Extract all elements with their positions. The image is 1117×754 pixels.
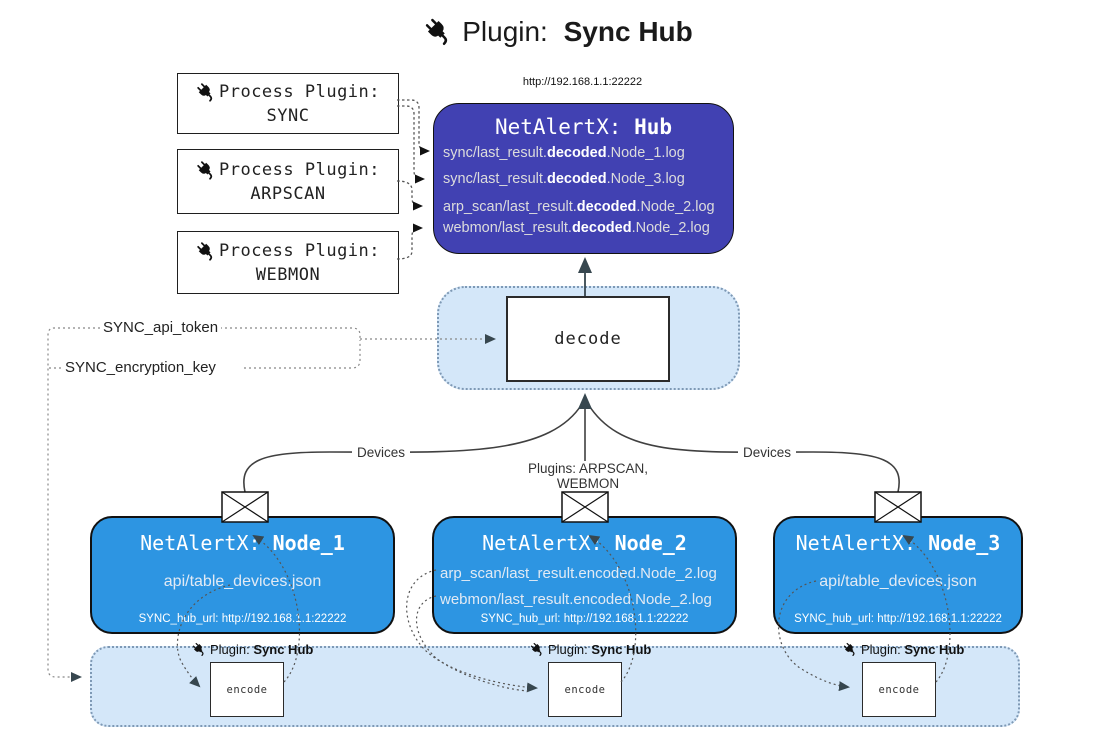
hub-file-line: webmon/last_result.decoded.Node_2.log bbox=[443, 220, 710, 236]
process-plugin-name: SYNC bbox=[266, 105, 310, 126]
edge-api-token-right bbox=[220, 327, 361, 338]
node2-file: webmon/last_result.encoded.Node_2.log bbox=[440, 591, 712, 608]
edge-arpscan-to-hub bbox=[396, 180, 423, 211]
process-plugin-box-webmon: Process Plugin: WEBMON bbox=[177, 231, 399, 294]
title-bold: Sync Hub bbox=[563, 16, 693, 47]
hub-title: NetAlertX: Hub bbox=[434, 115, 733, 139]
encode-box-node2: encode bbox=[548, 662, 622, 717]
plug-icon bbox=[196, 82, 217, 103]
node2-box: NetAlertX: Node_2 arp_scan/last_result.e… bbox=[432, 516, 737, 634]
process-plugin-name: WEBMON bbox=[255, 264, 321, 285]
edge-webmon-to-hub bbox=[396, 223, 423, 260]
hub-title-prefix: NetAlertX: bbox=[494, 115, 635, 139]
process-plugin-label: Process Plugin: bbox=[218, 82, 381, 102]
node3-file: api/table_devices.json bbox=[819, 573, 977, 590]
node2-file: arp_scan/last_result.encoded.Node_2.log bbox=[440, 565, 717, 582]
hub-box: NetAlertX: Hub sync/last_result.decoded.… bbox=[433, 103, 734, 254]
node2-hub-url: SYNC_hub_url: http://192.168.1.1:22222 bbox=[480, 613, 689, 625]
plug-icon bbox=[530, 642, 545, 657]
edge-sync-to-hub-line1 bbox=[397, 99, 430, 156]
plug-icon bbox=[196, 241, 217, 262]
encode-box-node1: encode bbox=[210, 662, 284, 717]
node3-box: NetAlertX: Node_3 api/table_devices.json… bbox=[773, 516, 1023, 634]
node3-title: NetAlertX: Node_3 bbox=[795, 531, 1001, 555]
decode-box: decode bbox=[506, 296, 670, 382]
edge-sync-to-hub-line2 bbox=[397, 105, 425, 184]
edge-label-devices-right: Devices bbox=[738, 445, 796, 460]
node1-title: NetAlertX: Node_1 bbox=[140, 531, 345, 555]
process-plugin-label: Process Plugin: bbox=[218, 241, 381, 261]
node2-title: NetAlertX: Node_2 bbox=[482, 531, 687, 555]
hub-file-line: arp_scan/last_result.decoded.Node_2.log bbox=[443, 199, 715, 215]
hub-file-line: sync/last_result.decoded.Node_3.log bbox=[443, 171, 685, 187]
process-plugin-box-arpscan: Process Plugin: ARPSCAN bbox=[177, 149, 399, 214]
sync-encryption-key-label: SYNC_encryption_key bbox=[62, 359, 219, 376]
encode-plugin-label: Plugin: Sync Hub bbox=[192, 641, 313, 658]
hub-title-bold: Hub bbox=[634, 115, 672, 139]
process-to-hub-edges bbox=[396, 99, 430, 260]
plug-icon bbox=[196, 160, 217, 181]
edge-label-devices-left: Devices bbox=[352, 445, 410, 460]
encode-box-node3: encode bbox=[862, 662, 936, 717]
encode-plugin-label: Plugin: Sync Hub bbox=[843, 641, 964, 658]
process-plugin-box-sync: Process Plugin: SYNC bbox=[177, 73, 399, 134]
process-plugin-label: Process Plugin: bbox=[218, 160, 381, 180]
plug-icon bbox=[843, 642, 858, 657]
hub-url-label: http://192.168.1.1:22222 bbox=[522, 76, 643, 88]
encode-plugin-label: Plugin: Sync Hub bbox=[530, 641, 651, 658]
node1-box: NetAlertX: Node_1 api/table_devices.json… bbox=[90, 516, 395, 634]
title-prefix: Plugin: bbox=[462, 16, 556, 47]
node3-hub-url: SYNC_hub_url: http://192.168.1.1:22222 bbox=[794, 613, 1002, 625]
hub-file-line: sync/last_result.decoded.Node_1.log bbox=[443, 145, 685, 161]
node1-hub-url: SYNC_hub_url: http://192.168.1.1:22222 bbox=[138, 613, 347, 625]
edge-encryption-key-right bbox=[244, 340, 361, 369]
node1-file: api/table_devices.json bbox=[163, 573, 322, 590]
page-title: Plugin: Sync Hub bbox=[0, 16, 1117, 48]
plug-icon bbox=[424, 17, 454, 47]
process-plugin-name: ARPSCAN bbox=[250, 183, 326, 204]
plug-icon bbox=[192, 642, 207, 657]
edge-label-plugins: Plugins: ARPSCAN, WEBMON bbox=[495, 461, 681, 491]
sync-api-token-label: SYNC_api_token bbox=[100, 319, 222, 336]
